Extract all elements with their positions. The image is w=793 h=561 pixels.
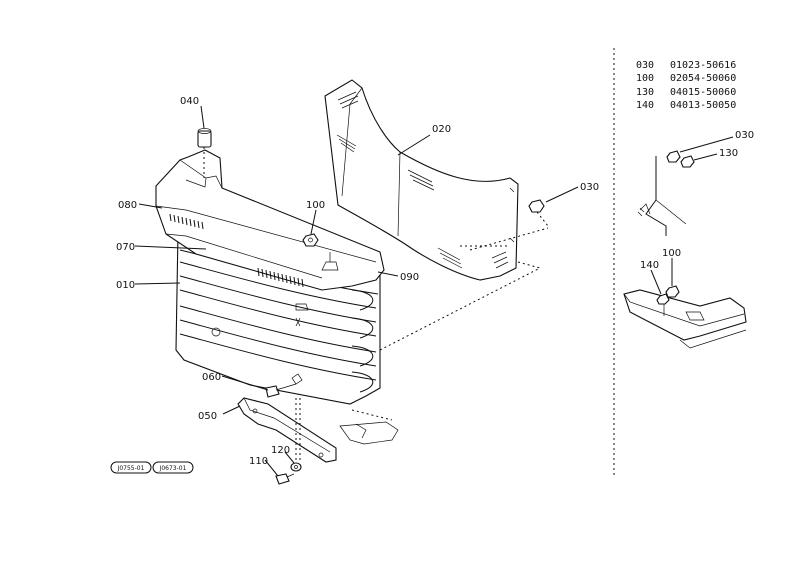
parts-ref: 030: [636, 60, 654, 71]
callout-080: 080: [118, 200, 137, 211]
parts-number: 01023-50616: [670, 60, 736, 71]
leader-lines: [134, 105, 579, 477]
detail-callout-140: 140: [640, 260, 659, 271]
callout-070: 070: [116, 242, 135, 253]
detail-callout-100: 100: [662, 248, 681, 259]
callout-060: 060: [202, 372, 221, 383]
parts-number: 04013-50050: [670, 100, 736, 111]
spacer-040: [197, 128, 212, 178]
parts-ref: 140: [636, 100, 654, 111]
parts-table: 030 01023-50616 100 02054-50060 130 0401…: [636, 60, 736, 111]
callout-030: 030: [580, 182, 599, 193]
bolt-060: [265, 373, 303, 398]
bolt-110: [275, 473, 295, 485]
detail-nut-100: [665, 285, 680, 298]
callout-labels: 040 020 030 080 100 070 090 010 060 050 …: [116, 96, 599, 467]
callout-120: 120: [271, 445, 290, 456]
serial-tag-oval: [152, 461, 194, 474]
side-panel-020: [324, 79, 519, 281]
serial-tag-oval: [110, 461, 152, 474]
bolt-030: [469, 199, 549, 269]
callout-100: 100: [306, 200, 325, 211]
serial-tags: J0755-01 J0673-01: [110, 461, 194, 474]
detail-washer-130: [680, 155, 695, 168]
serial-tag-2: J0673-01: [159, 465, 187, 472]
washer-120: [290, 462, 302, 472]
detail-callout-130: 130: [719, 148, 738, 159]
parts-ref: 100: [636, 73, 654, 84]
detail-view: 030 130 140 100: [623, 130, 754, 349]
detail-washer-140: [656, 293, 670, 305]
bracket-050: [237, 397, 399, 463]
callout-010: 010: [116, 280, 135, 291]
nut-100: [302, 233, 319, 247]
callout-090: 090: [400, 272, 419, 283]
callout-020: 020: [432, 124, 451, 135]
parts-number: 02054-50060: [670, 73, 736, 84]
detail-callout-030: 030: [735, 130, 754, 141]
serial-tag-1: J0755-01: [117, 465, 145, 472]
detail-bolt-030: [666, 150, 681, 163]
callout-110: 110: [249, 456, 268, 467]
callout-050: 050: [198, 411, 217, 422]
parts-ref: 130: [636, 87, 654, 98]
callout-040: 040: [180, 96, 199, 107]
parts-number: 04015-50060: [670, 87, 736, 98]
